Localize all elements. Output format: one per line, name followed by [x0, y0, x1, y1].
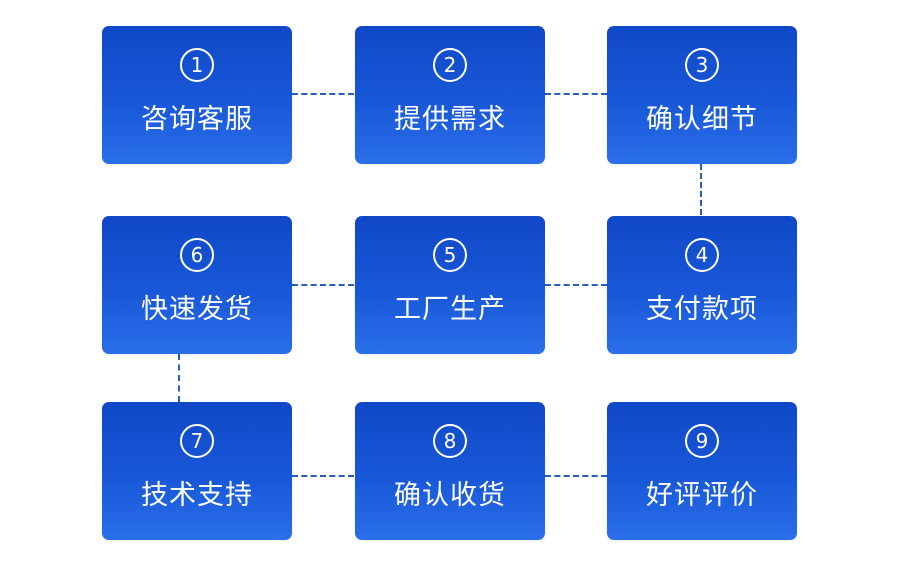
step-box-1: 1 咨询客服 [102, 26, 292, 164]
step-label-7: 技术支持 [141, 480, 253, 511]
step-label-8: 确认收货 [394, 480, 506, 511]
step-number-7: 7 [180, 424, 214, 458]
step-box-2: 2 提供需求 [355, 26, 545, 164]
step-box-4: 4 支付款项 [607, 216, 797, 354]
connector-7-8 [292, 475, 354, 477]
step-box-8: 8 确认收货 [355, 402, 545, 540]
connector-3-4 [700, 164, 702, 215]
connector-6-7 [178, 354, 180, 402]
connector-2-3 [545, 93, 607, 95]
step-label-9: 好评评价 [646, 480, 758, 511]
connector-4-5 [545, 284, 607, 286]
step-number-3: 3 [685, 48, 719, 82]
connector-1-2 [292, 93, 354, 95]
step-number-9: 9 [685, 424, 719, 458]
step-number-1: 1 [180, 48, 214, 82]
step-label-4: 支付款项 [646, 294, 758, 325]
step-box-7: 7 技术支持 [102, 402, 292, 540]
step-label-2: 提供需求 [394, 104, 506, 135]
step-label-6: 快速发货 [141, 294, 253, 325]
step-number-2: 2 [433, 48, 467, 82]
step-number-4: 4 [685, 238, 719, 272]
step-number-8: 8 [433, 424, 467, 458]
step-label-3: 确认细节 [646, 104, 758, 135]
step-box-9: 9 好评评价 [607, 402, 797, 540]
step-label-5: 工厂生产 [394, 294, 506, 325]
step-box-6: 6 快速发货 [102, 216, 292, 354]
connector-8-9 [545, 475, 607, 477]
connector-5-6 [292, 284, 354, 286]
step-box-5: 5 工厂生产 [355, 216, 545, 354]
step-box-3: 3 确认细节 [607, 26, 797, 164]
step-label-1: 咨询客服 [141, 104, 253, 135]
step-number-5: 5 [433, 238, 467, 272]
step-number-6: 6 [180, 238, 214, 272]
